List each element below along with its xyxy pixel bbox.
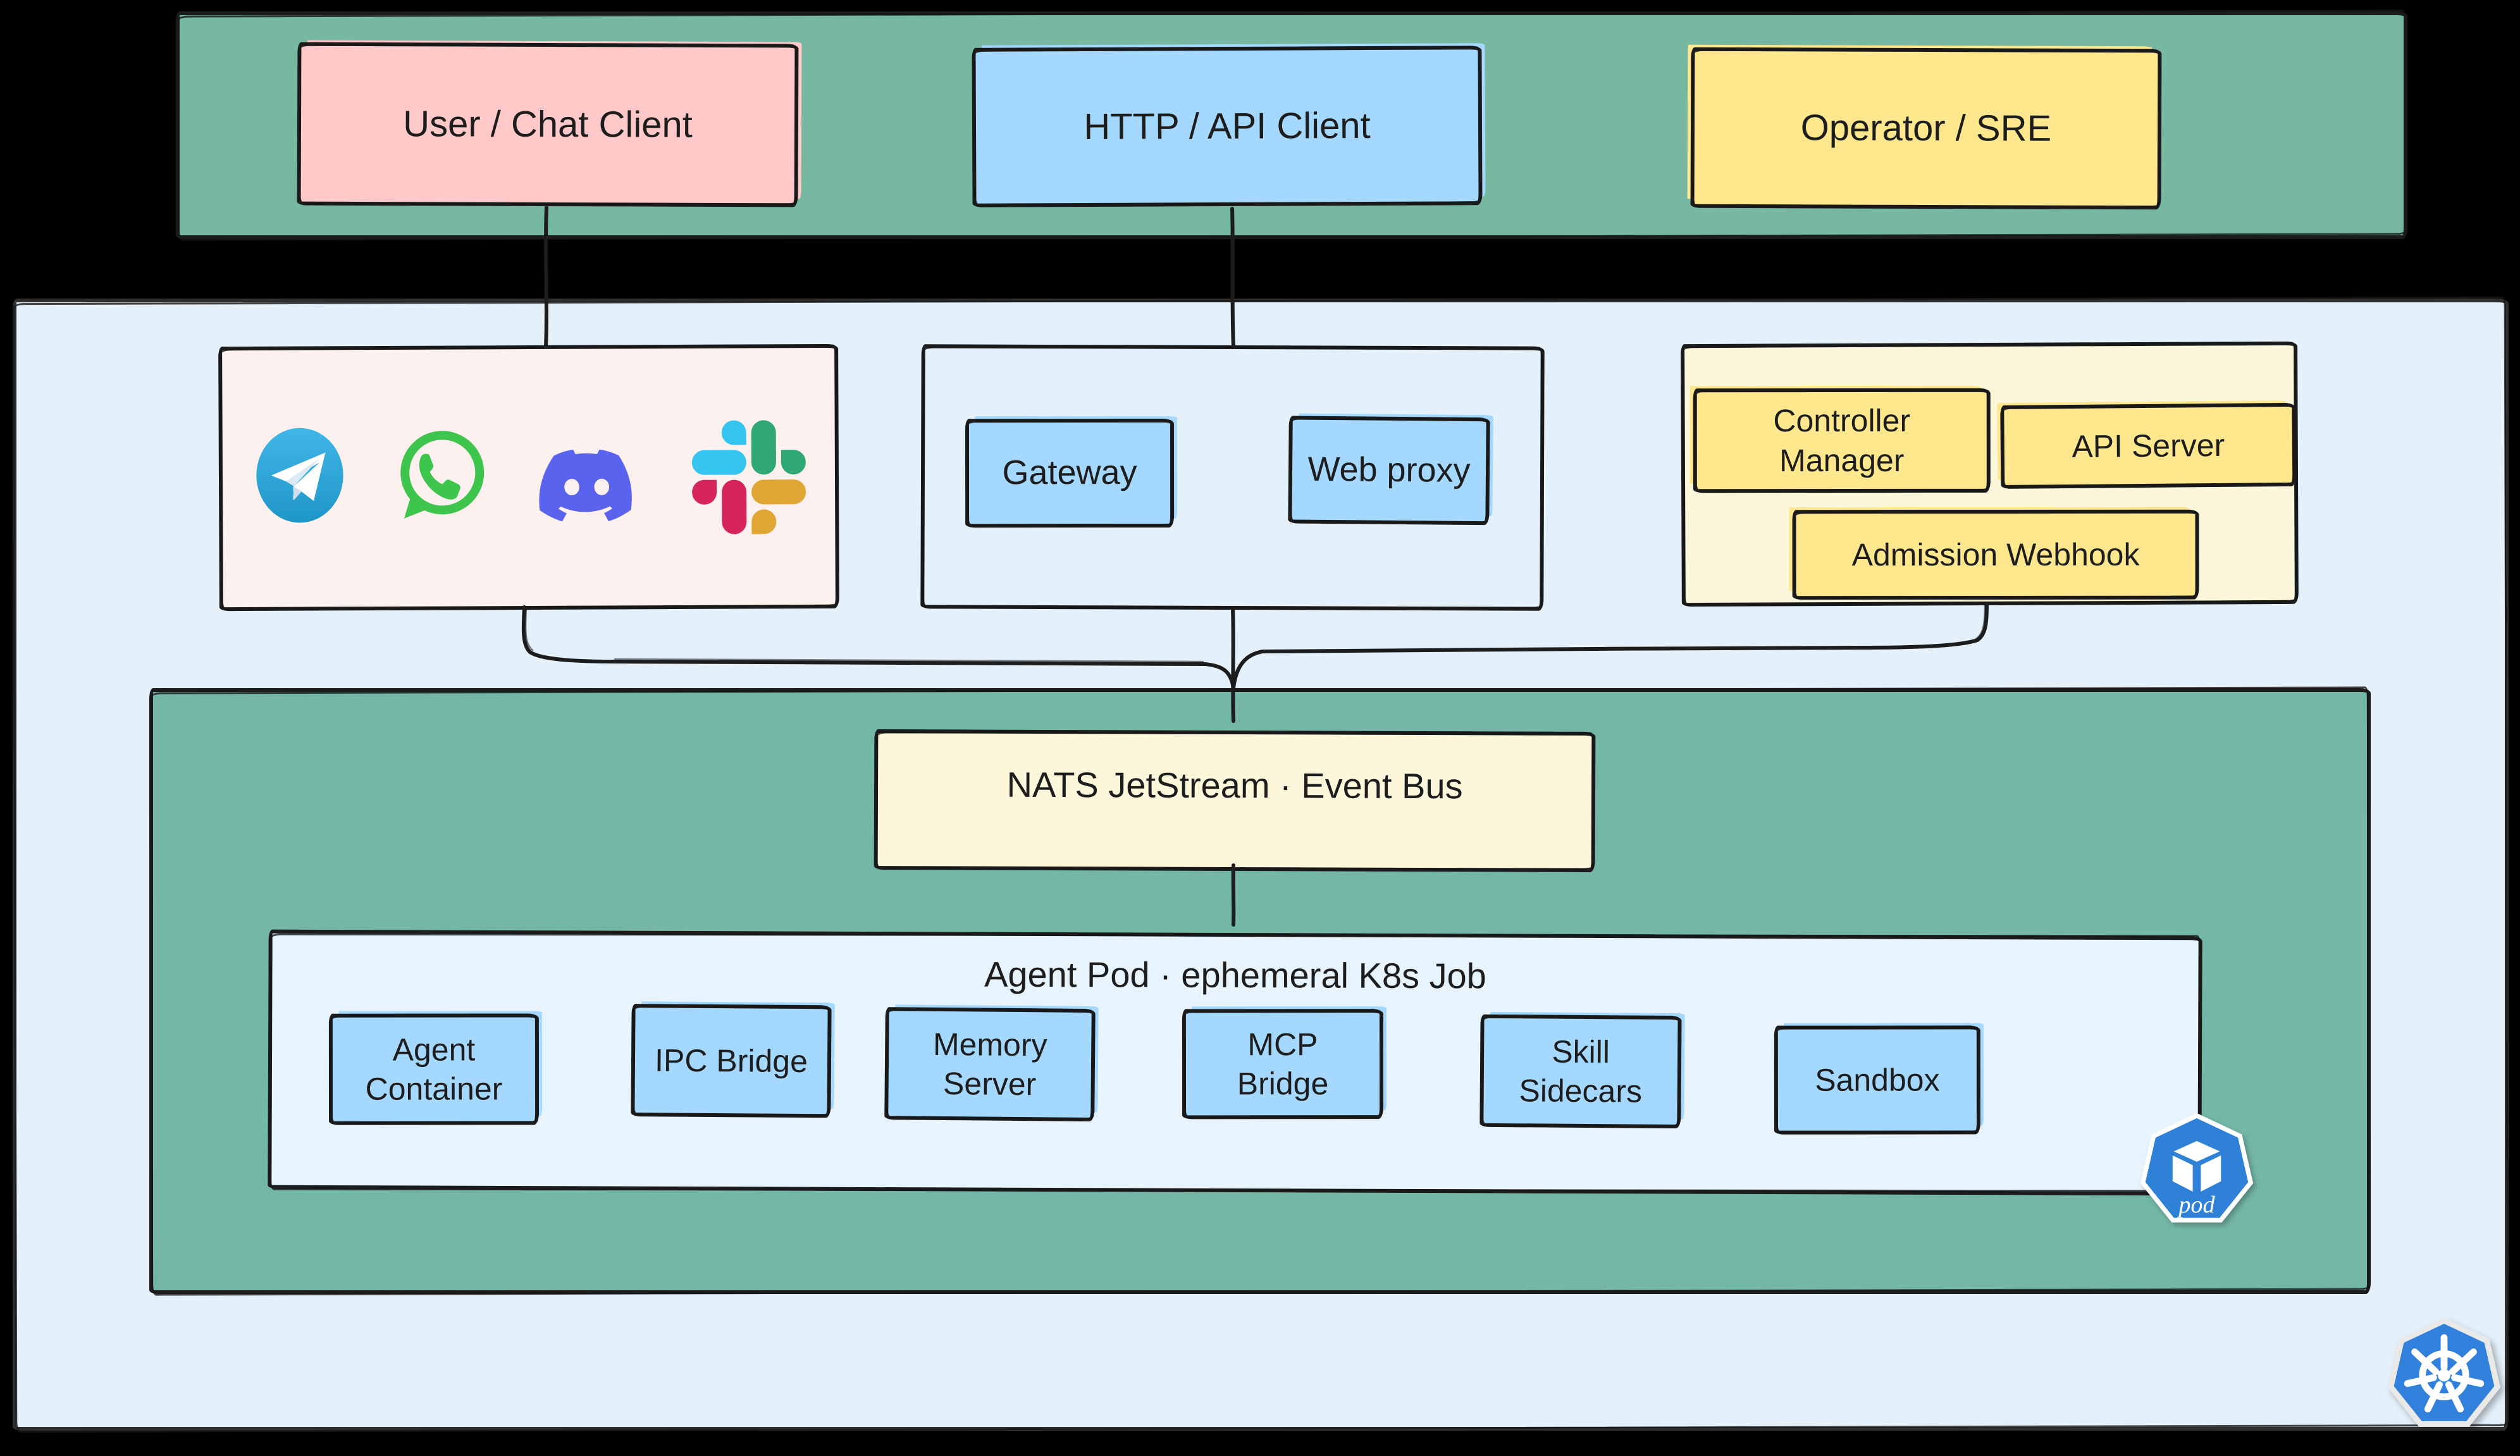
discord-icon <box>539 449 632 522</box>
node-label: Sandbox <box>1815 1062 1940 1098</box>
node-web-proxy: Web proxy <box>1288 416 1490 526</box>
node-label: NATS JetStream · Event Bus <box>1006 764 1463 806</box>
node-sandbox: Sandbox <box>1774 1025 1980 1135</box>
node-label: Admission Webhook <box>1851 536 2140 572</box>
node-gateway: Gateway <box>965 418 1175 528</box>
control-plane-box: Controller Manager API Server Admission … <box>1681 341 2299 607</box>
node-mcp-bridge: MCP Bridge <box>1182 1009 1384 1120</box>
agent-pod-box: Agent Pod · ephemeral K8s Job Agent Cont… <box>268 929 2202 1196</box>
node-label: User / Chat Client <box>403 102 693 145</box>
node-skill-sidecars: Skill Sidecars <box>1479 1014 1682 1129</box>
platform-panel: Gateway Web proxy Controller Manager API… <box>13 299 2509 1431</box>
node-label: Memory Server <box>932 1026 1047 1102</box>
node-label: Web proxy <box>1307 450 1471 490</box>
node-label: HTTP / API Client <box>1084 104 1371 147</box>
node-label: Gateway <box>1002 453 1137 492</box>
telegram-icon <box>256 428 343 523</box>
slack-icon <box>689 417 806 534</box>
node-controller-manager: Controller Manager <box>1693 388 1991 493</box>
node-agent-container: Agent Container <box>328 1013 540 1125</box>
node-label: Skill Sidecars <box>1519 1033 1643 1109</box>
node-event-bus: NATS JetStream · Event Bus <box>874 729 1596 872</box>
kubernetes-logo-icon <box>2387 1318 2501 1427</box>
node-admission-webhook: Admission Webhook <box>1792 509 2199 600</box>
node-user-chat-client: User / Chat Client <box>297 42 799 207</box>
node-api-server: API Server <box>2000 402 2297 489</box>
clients-band: User / Chat Client HTTP / API Client Ope… <box>176 11 2407 239</box>
node-ipc-bridge: IPC Bridge <box>631 1004 832 1118</box>
chat-channels-box <box>218 343 839 612</box>
node-label: Controller Manager <box>1773 402 1911 478</box>
edge-group-box: Gateway Web proxy <box>920 344 1545 611</box>
node-label: MCP Bridge <box>1237 1026 1329 1102</box>
node-label: API Server <box>2072 427 2225 464</box>
k8s-pod-icon: pod <box>2140 1113 2254 1223</box>
runtime-container: NATS JetStream · Event Bus Agent Pod · e… <box>149 688 2371 1294</box>
node-operator-sre: Operator / SRE <box>1690 47 2162 210</box>
whatsapp-icon <box>400 431 485 519</box>
node-label: IPC Bridge <box>654 1042 808 1079</box>
agent-pod-title: Agent Pod · ephemeral K8s Job <box>984 954 1486 996</box>
node-label: Operator / SRE <box>1800 107 2052 149</box>
node-label: Agent Container <box>365 1032 503 1107</box>
node-http-api-client: HTTP / API Client <box>972 46 1483 207</box>
pod-badge-label: pod <box>2177 1192 2215 1218</box>
node-memory-server: Memory Server <box>884 1007 1096 1122</box>
